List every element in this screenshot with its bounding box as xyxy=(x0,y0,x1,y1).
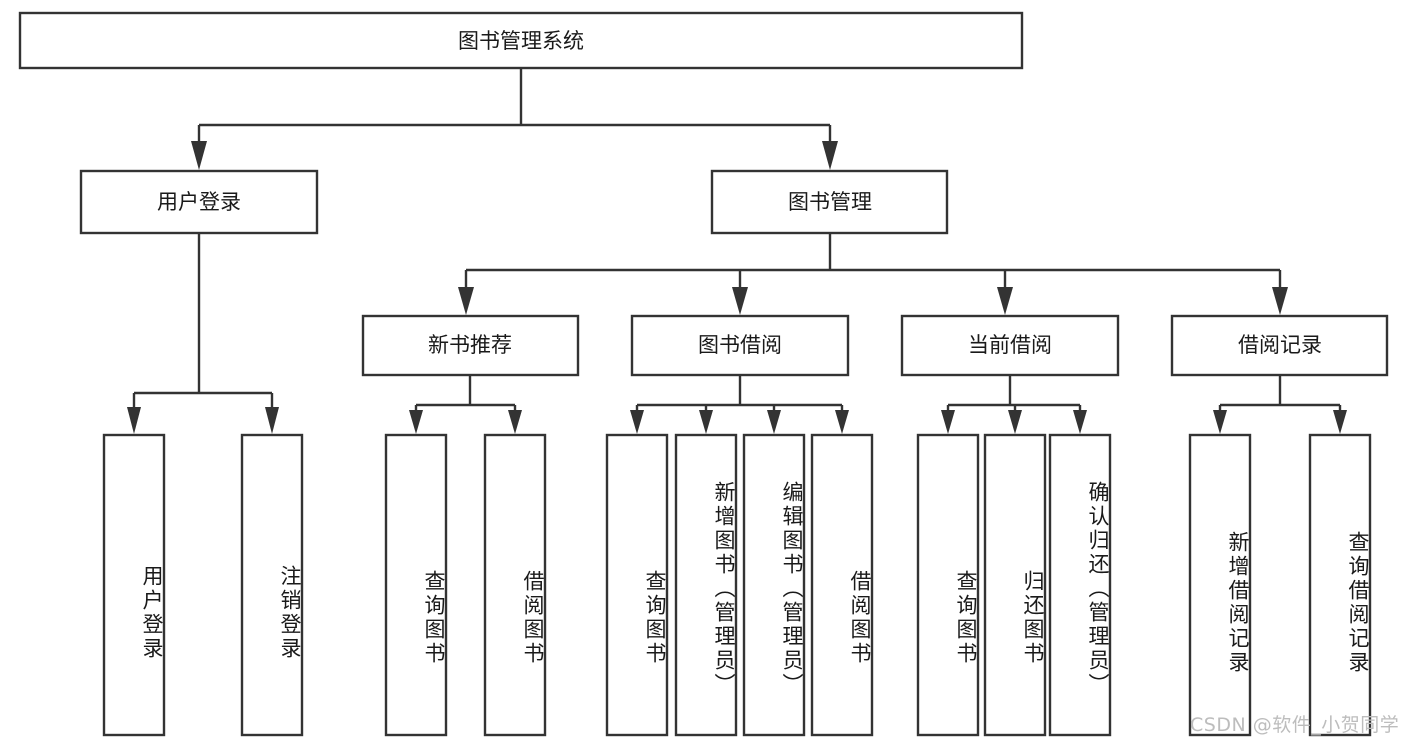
node-box-leaf-query-book-cb[interactable] xyxy=(916,433,980,737)
node-box-leaf-return-book-cb[interactable] xyxy=(983,433,1047,737)
node-label-borrow-record: 借阅记录 xyxy=(1238,333,1322,357)
connector-group-book-mgmt xyxy=(458,233,1288,315)
arrow-head-book-borrow xyxy=(732,287,748,315)
node-label-book-borrow: 图书借阅 xyxy=(698,333,782,357)
node-box-leaf-add-record-br[interactable] xyxy=(1188,433,1252,737)
node-root-book-management-system[interactable]: 图书管理系统 xyxy=(18,11,1024,70)
arrow-head-br-query xyxy=(1333,410,1347,434)
arrow-head-current-borrow xyxy=(997,287,1013,315)
node-user-login[interactable]: 用户登录 xyxy=(79,169,319,235)
node-book-management[interactable]: 图书管理 xyxy=(710,169,949,235)
connector-group-new-book xyxy=(409,375,522,434)
arrow-head-bb-borrow xyxy=(835,410,849,434)
node-box-book-borrow[interactable] xyxy=(630,314,850,377)
node-box-leaf-query-book-nb[interactable] xyxy=(384,433,448,737)
node-label-book-management: 图书管理 xyxy=(788,190,872,214)
node-box-leaf-add-book-bb[interactable] xyxy=(674,433,738,737)
node-box-user-login[interactable] xyxy=(79,169,319,235)
node-box-leaf-user-login[interactable] xyxy=(102,433,166,737)
node-borrow-record[interactable]: 借阅记录 xyxy=(1170,314,1389,377)
arrow-head-leaf-user-login xyxy=(127,407,141,434)
arrow-head-bb-edit xyxy=(767,410,781,434)
node-label-current-borrow: 当前借阅 xyxy=(968,333,1052,357)
arrow-head-cb-query xyxy=(941,410,955,434)
connector-group-borrow-record xyxy=(1213,375,1347,434)
arrow-head-user-login xyxy=(191,141,207,170)
node-label-root: 图书管理系统 xyxy=(458,29,584,53)
node-box-leaf-logout[interactable] xyxy=(240,433,304,737)
node-book-borrow[interactable]: 图书借阅 xyxy=(630,314,850,377)
node-current-borrow[interactable]: 当前借阅 xyxy=(900,314,1120,377)
node-box-borrow-record[interactable] xyxy=(1170,314,1389,377)
node-box-leaf-query-book-bb[interactable] xyxy=(605,433,669,737)
connector-group-user-login xyxy=(127,233,279,434)
node-new-book-recommend[interactable]: 新书推荐 xyxy=(361,314,580,377)
node-label-user-login: 用户登录 xyxy=(157,190,241,214)
node-box-leaf-borrow-book-nb[interactable] xyxy=(483,433,547,737)
connector-group-root xyxy=(191,68,838,170)
arrow-head-borrow-record xyxy=(1272,287,1288,315)
node-box-leaf-confirm-return-cb[interactable] xyxy=(1048,433,1112,737)
node-box-book-management[interactable] xyxy=(710,169,949,235)
node-box-root[interactable] xyxy=(18,11,1024,70)
node-box-leaf-borrow-book-bb[interactable] xyxy=(810,433,874,737)
connector-group-book-borrow xyxy=(630,375,849,434)
arrow-head-br-add xyxy=(1213,410,1227,434)
arrow-head-newbook-query xyxy=(409,410,423,434)
arrow-head-book-mgmt xyxy=(822,141,838,170)
node-box-current-borrow[interactable] xyxy=(900,314,1120,377)
arrow-head-bb-add xyxy=(699,410,713,434)
csdn-watermark: CSDN @软件_小贺同学 xyxy=(1190,714,1399,736)
arrow-head-newbook-borrow xyxy=(508,410,522,434)
node-box-leaf-query-record-br[interactable] xyxy=(1308,433,1372,737)
node-box-leaf-edit-book-bb[interactable] xyxy=(742,433,806,737)
node-box-new-book-recommend[interactable] xyxy=(361,314,580,377)
arrow-head-bb-query xyxy=(630,410,644,434)
arrow-head-new-book xyxy=(458,287,474,315)
arrow-head-cb-confirm xyxy=(1073,410,1087,434)
node-label-new-book-recommend: 新书推荐 xyxy=(428,333,512,357)
arrow-head-cb-return xyxy=(1008,410,1022,434)
arrow-head-leaf-logout xyxy=(265,407,279,434)
connector-group-current-borrow xyxy=(941,375,1087,434)
